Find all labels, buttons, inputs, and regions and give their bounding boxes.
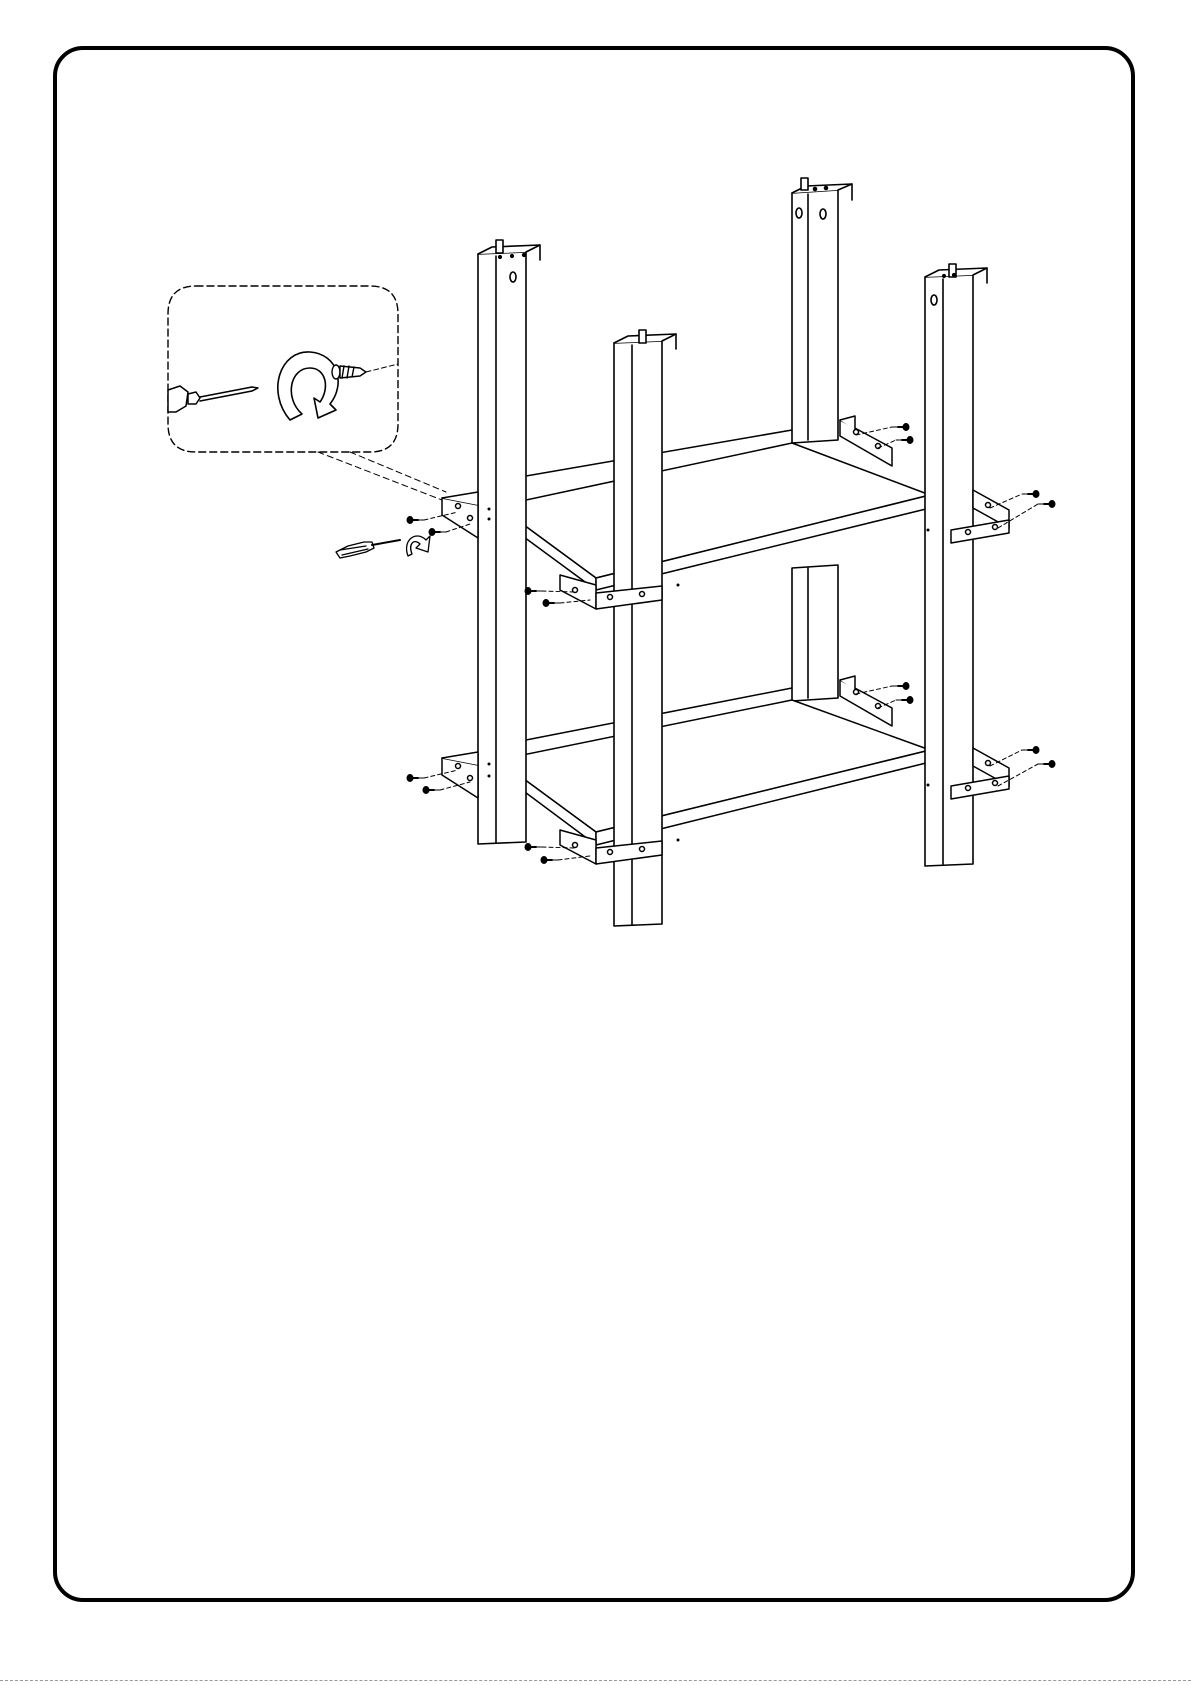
shelf-bottom xyxy=(498,688,930,845)
detail-callout xyxy=(168,286,446,500)
rotate-clockwise-icon xyxy=(407,536,430,556)
post-back-right xyxy=(792,178,852,701)
bracket-bottom-back-left xyxy=(442,752,478,798)
bracket-top-back-right xyxy=(840,416,892,466)
page-cut-line xyxy=(0,1680,1191,1681)
post-front-left xyxy=(614,330,676,926)
bracket-bottom-back-right xyxy=(840,676,892,726)
screwdriver-icon xyxy=(336,540,400,558)
post-front-right xyxy=(925,264,987,866)
shelf-top xyxy=(498,430,930,590)
